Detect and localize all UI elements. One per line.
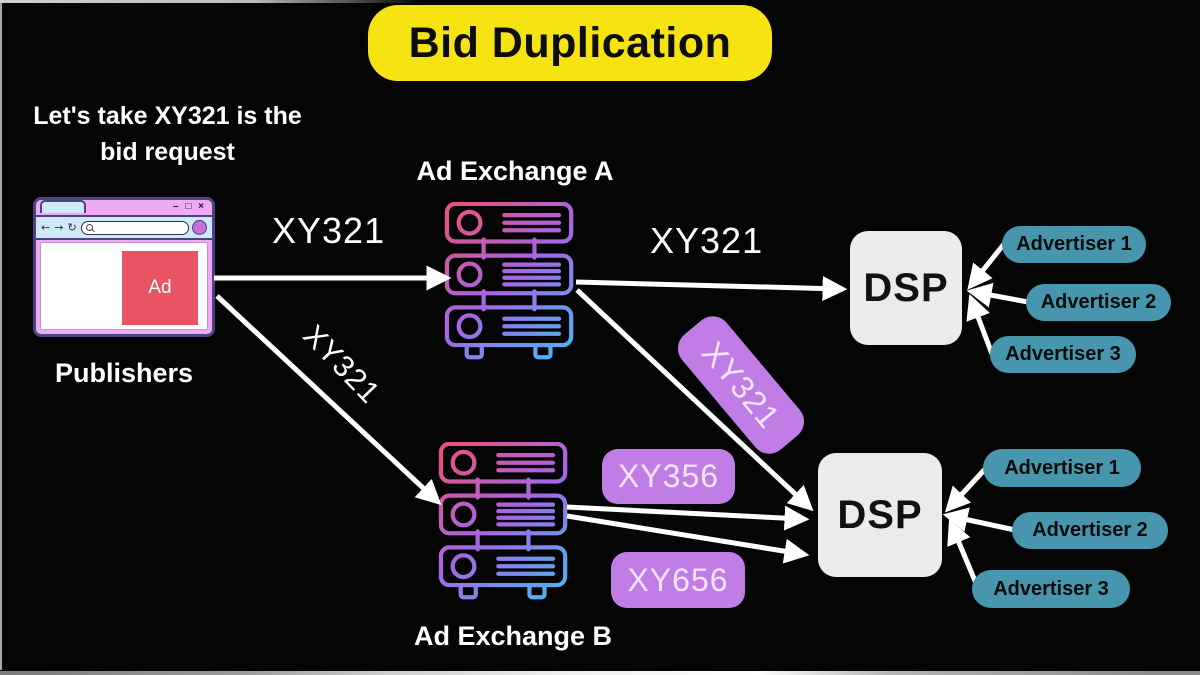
publisher-browser-window: – □ × ← → ↻ Ad [33,197,215,337]
note-text: Let's take XY321 is the bid request [10,98,325,170]
search-icon [85,224,93,231]
slide-left-edge [0,0,2,670]
advertiser-pill: Advertiser 2 [1026,284,1171,321]
bid-label-pub-to-b: XY321 [296,318,387,411]
dsp-bottom-box: DSP [818,453,942,577]
dsp-top-label: DSP [863,265,949,310]
arrow-advertiser2-to-dsp-bottom [942,507,1016,533]
bid-tag-a-to-dsp-bottom: XY321 [670,308,812,462]
arrow-advertiser1-to-dsp-bottom [944,466,988,513]
ad-slot: Ad [122,251,198,325]
title-banner: Bid Duplication [368,5,772,81]
forward-icon: → [54,221,65,234]
arrow-exchange-a-to-dsp-top [575,276,848,302]
bid-tag-a-to-dsp-bottom-text: XY321 [695,334,788,435]
arrow-exchange-b-to-dsp-bottom-2 [566,513,810,564]
note-line-1: Let's take XY321 is the [33,102,302,130]
ad-exchange-a-label: Ad Exchange A [416,156,614,186]
reload-icon: ↻ [67,221,78,234]
dsp-top-box: DSP [850,231,962,345]
arrow-advertiser2-to-dsp-top [966,282,1029,308]
advertiser-pill: Advertiser 2 [1012,512,1168,549]
arrow-exchange-b-to-dsp-bottom-1 [566,504,810,531]
ad-exchange-a-server-icon [444,202,576,362]
bid-label-a-to-dsp-top: XY321 [650,220,764,261]
address-bar [80,220,189,235]
bid-tag-xy356-text: XY356 [617,458,720,494]
ad-exchange-b-label: Ad Exchange B [413,621,613,651]
bid-tag-xy656-text: XY656 [627,561,729,598]
advertiser-pill: Advertiser 1 [1002,226,1146,263]
browser-content: Ad [40,242,208,330]
ad-slot-label: Ad [148,277,172,298]
slide-top-edge [0,0,420,3]
advertiser-pill: Advertiser 1 [983,449,1141,487]
bid-tag-xy656: XY656 [611,552,745,608]
slide-bottom-edge [0,671,1200,675]
note-line-2: bid request [100,138,235,166]
dsp-bottom-label: DSP [837,492,923,537]
browser-tab [40,200,86,213]
browser-toolbar: ← → ↻ [36,215,212,240]
profile-circle-icon [192,220,207,235]
arrow-advertiser3-to-dsp-top [966,293,995,355]
bid-tag-xy356: XY356 [602,449,735,504]
back-icon: ← [41,221,52,234]
bid-label-pub-to-a: XY321 [272,210,386,251]
advertiser-pill: Advertiser 3 [972,570,1130,608]
arrow-advertiser1-to-dsp-top [967,242,1006,290]
window-controls-icons: – □ × [173,201,206,212]
publishers-label: Publishers [54,358,194,388]
page-title: Bid Duplication [408,18,732,67]
ad-exchange-b-server-icon [438,442,570,602]
advertiser-pill: Advertiser 3 [990,336,1136,373]
